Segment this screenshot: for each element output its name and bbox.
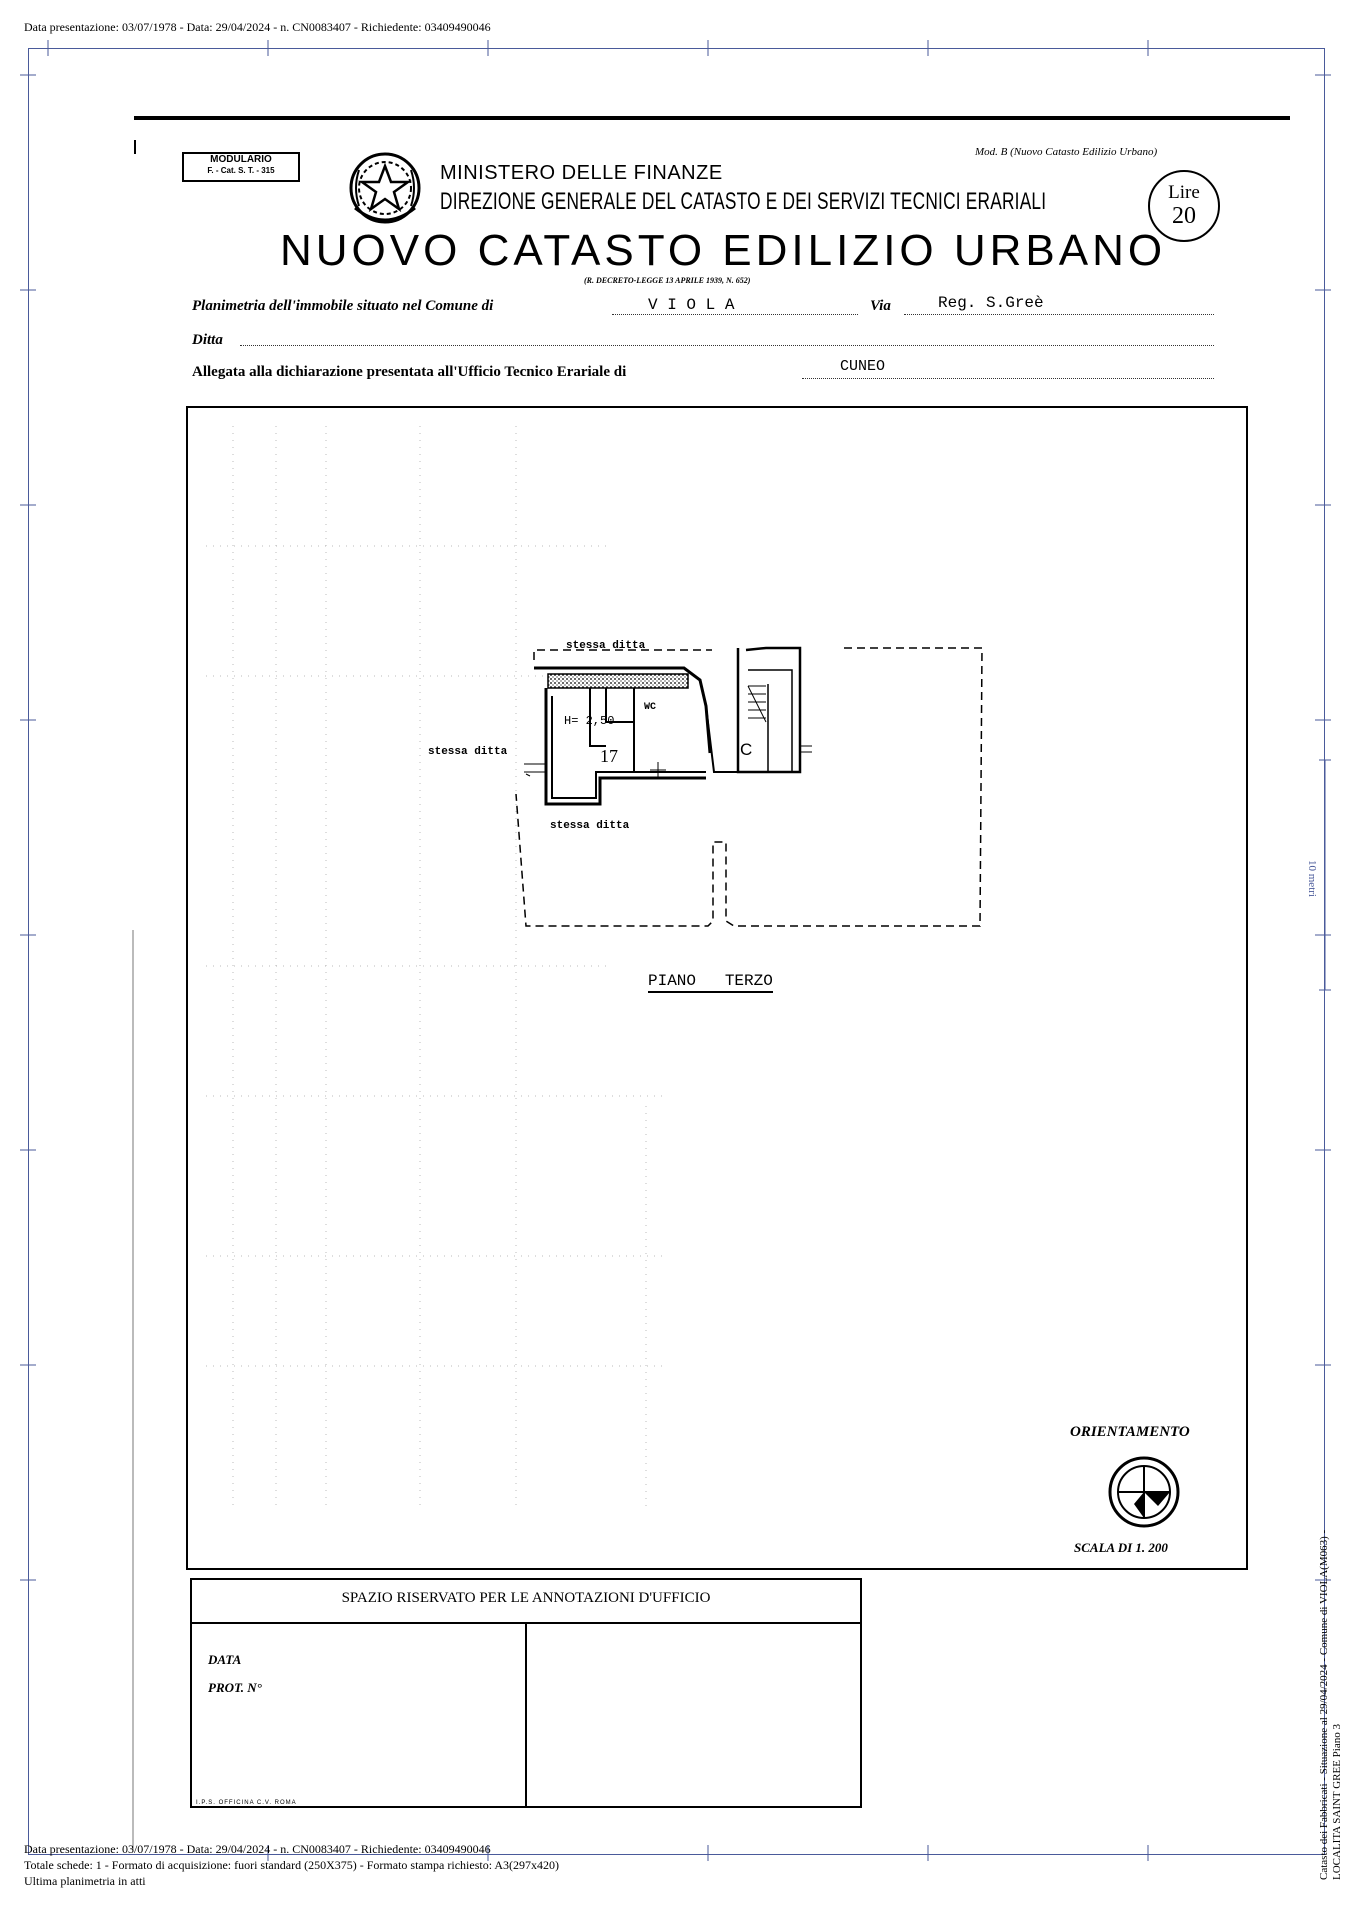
comune-dotline [612,314,858,315]
printer-label: I.P.S. OFFICINA C.V. ROMA [196,1800,297,1806]
main-title: NUOVO CATASTO EDILIZIO URBANO [280,226,1167,275]
ditta-label: Ditta [192,332,223,348]
via-dotline [904,314,1214,315]
label-unit-number: 17 [600,746,618,766]
label-wc: WC [644,702,657,713]
hatched-wall [547,673,689,689]
via-label: Via [870,298,891,314]
form-top-rule [134,116,1290,120]
compass-icon [1108,1456,1180,1528]
faint-grid [206,426,666,1506]
footer-line1: Data presentazione: 03/07/1978 - Data: 2… [24,1842,491,1856]
catasto-side-text: Catasto dei Fabbricati - Situazione al 2… [1318,1530,1344,1880]
label-stessa-ditta-top: stessa ditta [566,640,646,652]
office-divider [525,1622,527,1808]
allegata-label: Allegata alla dichiarazione presentata a… [192,364,627,380]
office-title: SPAZIO RISERVATO PER LE ANNOTAZIONI D'UF… [341,1590,711,1606]
lire-stamp: Lire 20 [1148,170,1220,242]
lire-value: 20 [1172,203,1196,229]
via-value: Reg. S.Greè [938,294,1044,312]
planimetria-label: Planimetria dell'immobile situato nel Co… [192,298,494,314]
lire-label: Lire [1168,182,1200,203]
form-left-tick [134,140,136,154]
footer-line3: Ultima planimetria in atti [24,1874,146,1888]
label-height: H= 2,50 [564,714,615,728]
orientamento-label: ORIENTAMENTO [1070,1424,1190,1440]
label-stessa-ditta-left: stessa ditta [428,746,508,758]
drawing-area [186,406,1248,1570]
ufficio-dotline [802,378,1214,379]
footer-line2: Totale schede: 1 - Formato di acquisizio… [24,1858,560,1872]
catasto-side-line1: Catasto dei Fabbricati - Situazione al 2… [1318,1529,1330,1880]
dash-top-left [533,649,712,660]
mod-b-label: Mod. B (Nuovo Catasto Edilizio Urbano) [975,146,1158,158]
catasto-side-line2: LOCALITA SAINT GREE Piano 3 [1331,1724,1343,1880]
floor-title: PIANO TERZO [648,972,773,993]
room-outline [544,688,706,806]
republic-emblem-icon [349,152,421,224]
ditta-dotline [240,345,1214,346]
label-stessa-ditta-bottom: stessa ditta [550,820,630,832]
top-header-text: Data presentazione: 03/07/1978 - Data: 2… [24,20,491,34]
comune-value: V I O L A [648,296,735,314]
label-c: C [740,740,753,759]
scale-label: SCALA DI 1. 200 [1074,1540,1168,1555]
office-data-label: DATA [208,1652,242,1667]
modulario-line1: MODULARIO [210,154,272,165]
modulario-box: MODULARIO F. - Cat. S. T. - 315 [182,152,300,182]
ufficio-value: CUNEO [840,358,886,375]
modulario-line2: F. - Cat. S. T. - 315 [207,166,275,175]
floor-plan [515,646,983,927]
side-scale-label: 10 metri [1306,860,1318,897]
direzione-title: DIREZIONE GENERALE DEL CATASTO E DEI SER… [440,188,1047,215]
office-prot-label: PROT. N° [208,1680,262,1695]
ministero-title: MINISTERO DELLE FINANZE [440,162,723,184]
dash-outline [515,647,983,927]
decreto-note: (R. DECRETO-LEGGE 13 APRILE 1939, N. 652… [584,276,751,285]
